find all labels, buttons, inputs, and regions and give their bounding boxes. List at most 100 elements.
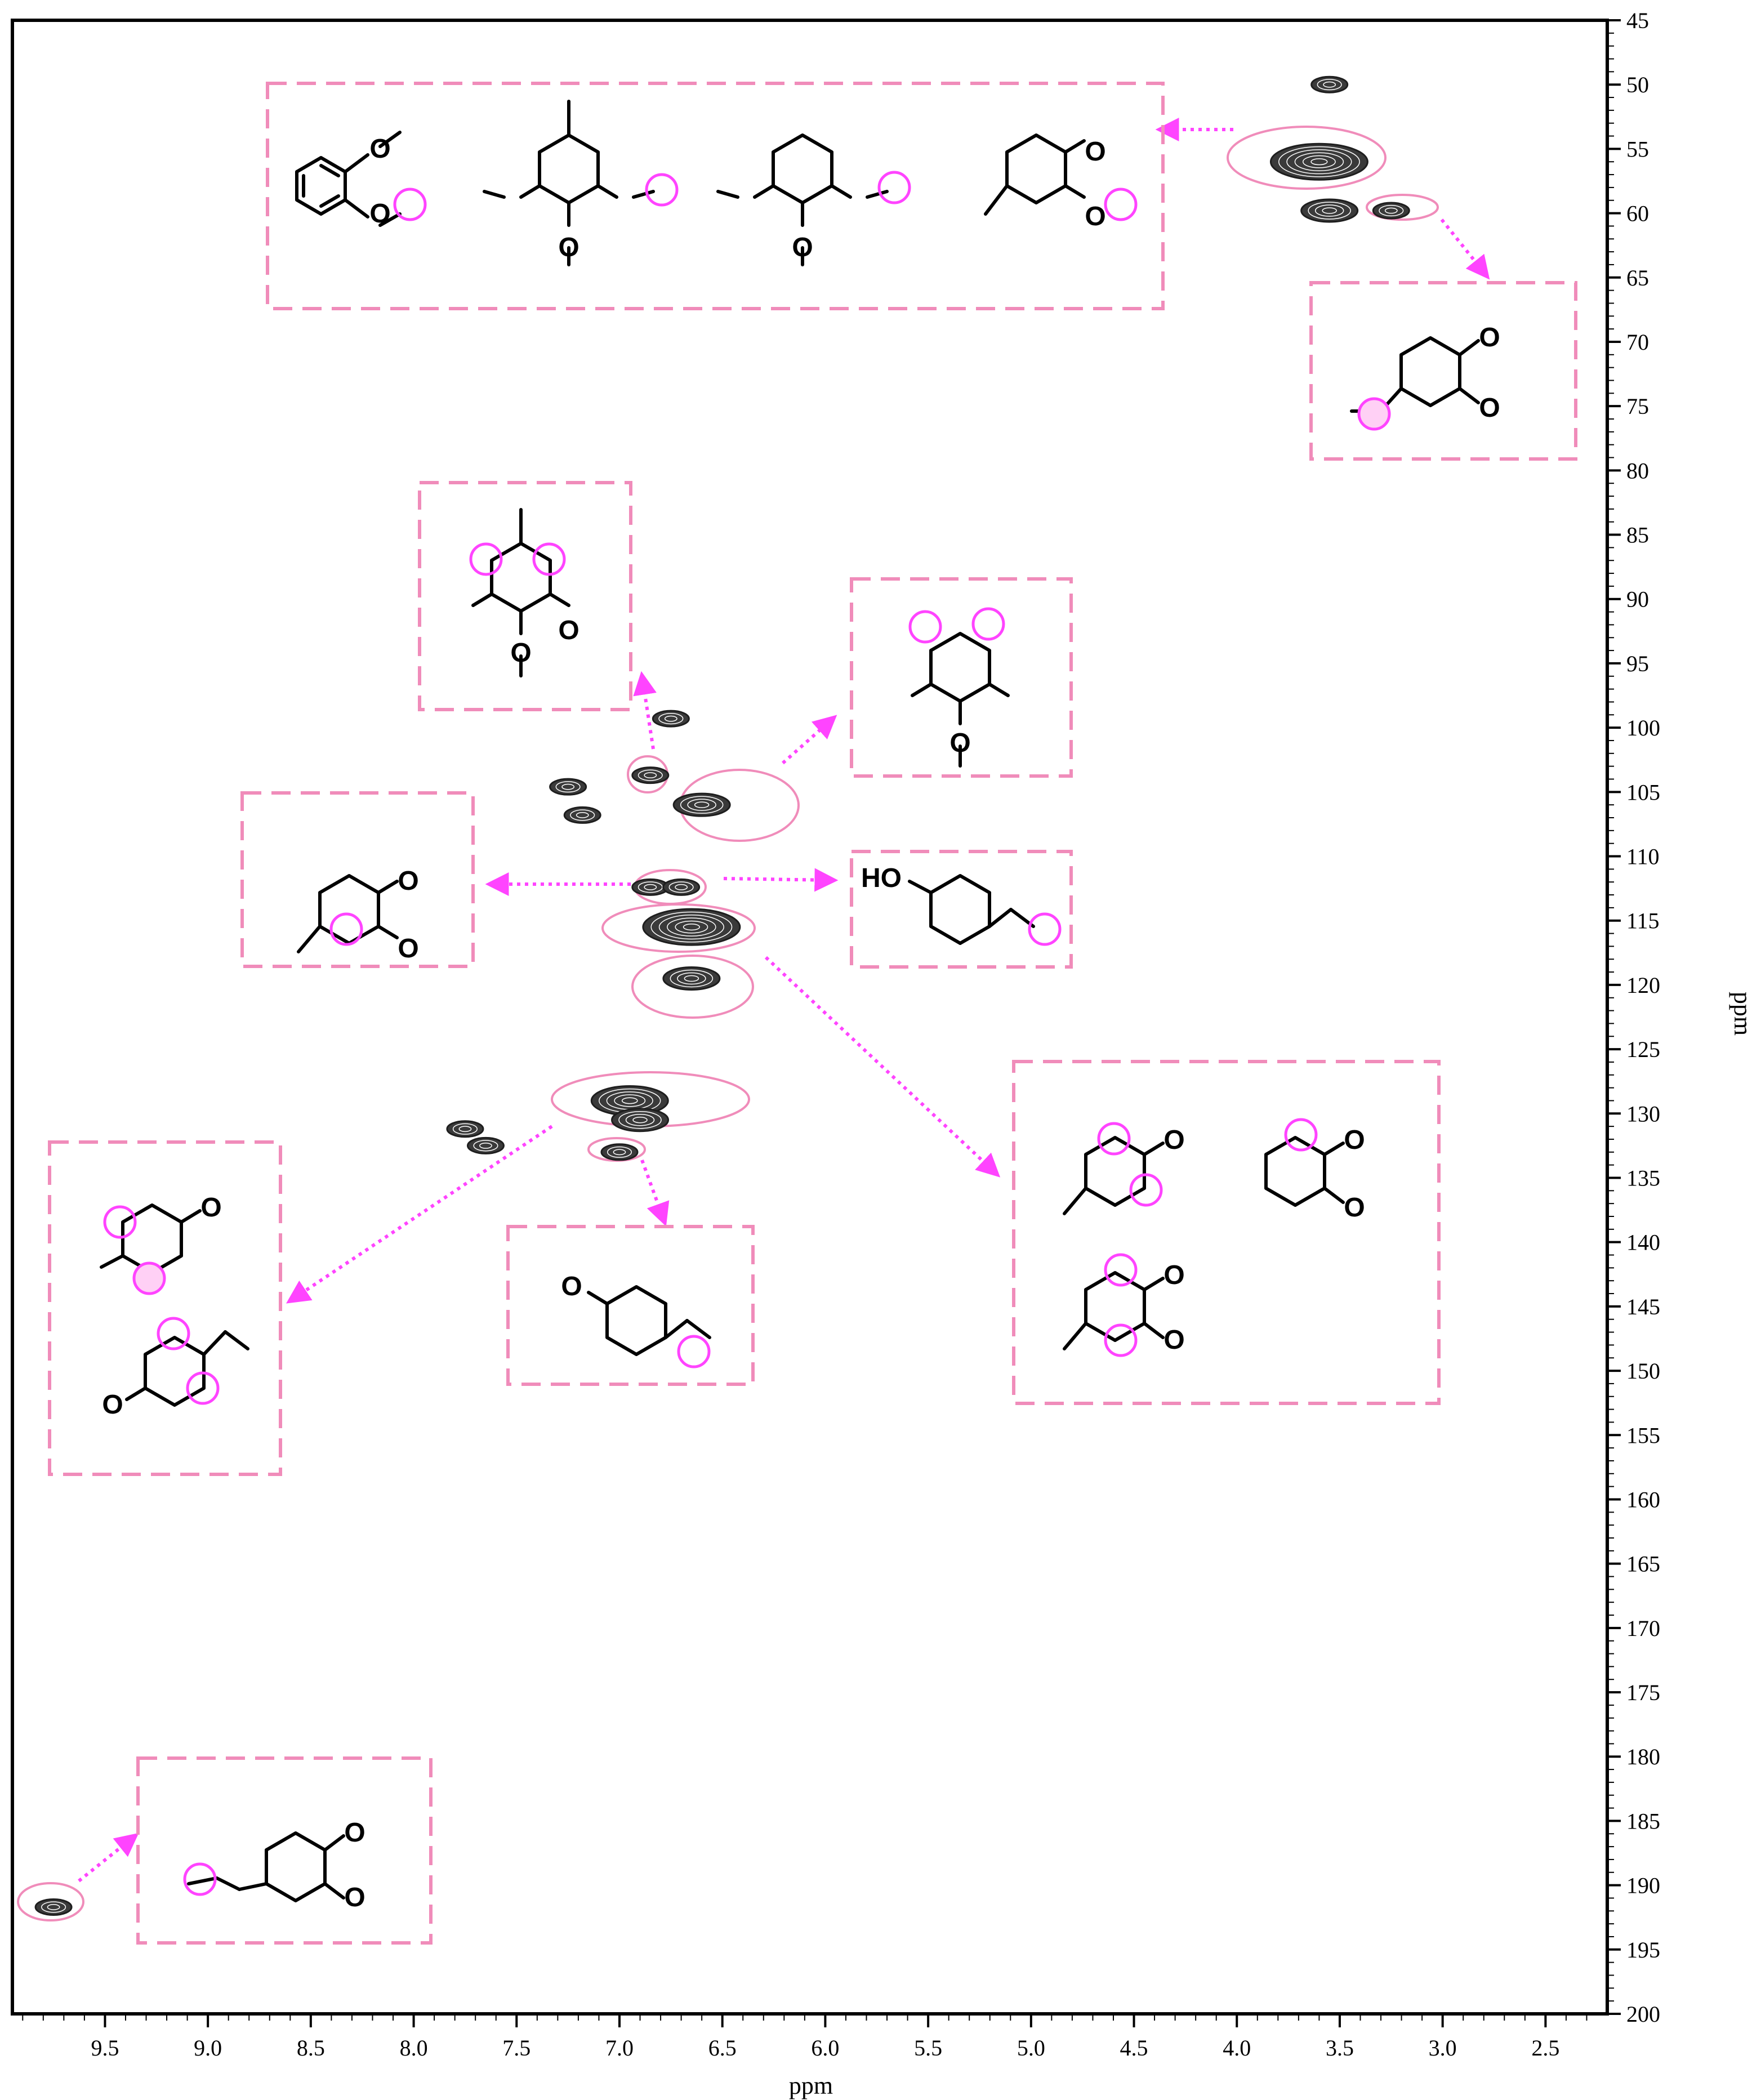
- atom-label: O: [1479, 323, 1500, 353]
- highlight-circle: [908, 610, 942, 644]
- y-tick-label: 80: [1626, 458, 1649, 483]
- atom-label: O: [344, 1818, 365, 1848]
- y-tick-label: 125: [1626, 1037, 1660, 1062]
- x-axis-title: ppm: [789, 2072, 833, 2099]
- contour-peak: [672, 792, 731, 817]
- atom-label: O: [1085, 202, 1105, 231]
- atom-label: O: [398, 866, 418, 896]
- y-tick-label: 50: [1626, 72, 1649, 97]
- atom-label: O: [1163, 1125, 1184, 1155]
- y-tick-label: 115: [1626, 908, 1660, 934]
- y-tick-label: 150: [1626, 1358, 1660, 1384]
- x-tick-label: 4.5: [1120, 2035, 1148, 2061]
- atom-label: O: [1344, 1125, 1365, 1155]
- chemical-structure: [187, 1831, 345, 1902]
- x-tick-label: 9.5: [91, 2035, 119, 2061]
- highlight-circle: [645, 173, 679, 207]
- contour-peak: [1372, 202, 1410, 220]
- atom-label: O: [1085, 137, 1105, 167]
- y-tick-label: 160: [1626, 1487, 1660, 1512]
- chemical-structure: [1063, 1136, 1165, 1215]
- atom-label: O: [1163, 1260, 1184, 1290]
- highlight-ellipses: [17, 126, 1439, 1921]
- x-tick-label: 7.5: [502, 2035, 530, 2061]
- highlight-circle: [1028, 912, 1062, 946]
- annotation-arrow: [782, 715, 837, 765]
- x-tick-label: 8.0: [400, 2035, 428, 2061]
- y-tick-label: 130: [1626, 1101, 1660, 1126]
- annotation-arrow: [640, 1159, 670, 1227]
- highlight-circle: [1357, 397, 1391, 431]
- chemical-structure: [295, 131, 402, 227]
- contour-peak: [652, 710, 690, 728]
- annotation-arrow: [78, 1833, 139, 1883]
- y-tick-label: 155: [1626, 1423, 1660, 1448]
- atom-label: O: [398, 934, 418, 964]
- x-tick-label: 4.0: [1223, 2035, 1251, 2061]
- y-tick-label: 70: [1626, 329, 1649, 355]
- x-tick-label: 7.0: [605, 2035, 634, 2061]
- annotation-arrow: [633, 671, 657, 750]
- annotation-arrows: [78, 118, 1490, 1883]
- structure-atom-labels: O O O O O O O O O O O O O HO O O O O O O…: [102, 134, 1500, 1912]
- chemical-structure: [1063, 1271, 1165, 1350]
- y-tick-label: 140: [1626, 1230, 1660, 1255]
- annotation-arrow: [286, 1125, 553, 1304]
- atom-label: O: [558, 233, 579, 262]
- x-tick-label: 2.5: [1531, 2035, 1559, 2061]
- annotation-arrow: [1440, 219, 1490, 280]
- structure-box: [1309, 281, 1577, 461]
- contour-peak: [600, 1143, 639, 1161]
- y-tick-label: 90: [1626, 587, 1649, 612]
- contour-peak: [662, 966, 721, 991]
- atom-label: O: [102, 1390, 123, 1420]
- y-tick-label: 95: [1626, 651, 1649, 676]
- atom-label: O: [558, 616, 579, 645]
- atom-label: HO: [861, 863, 902, 893]
- contour-peak: [1300, 198, 1359, 223]
- atom-label: O: [344, 1883, 365, 1912]
- structure-box: [136, 1756, 433, 1945]
- atom-label: O: [200, 1193, 221, 1223]
- x-tick-label: 3.5: [1326, 2035, 1354, 2061]
- y-axis: 4550556065707580859095100105110115120125…: [1607, 8, 1660, 2027]
- contour-peak: [466, 1136, 505, 1154]
- peak-region-ellipse: [1227, 126, 1387, 190]
- structure-box: [240, 791, 475, 968]
- x-tick-label: 3.0: [1429, 2035, 1457, 2061]
- contour-peak: [662, 878, 701, 896]
- contour-peak: [611, 1108, 670, 1133]
- highlight-circle: [469, 542, 503, 576]
- y-tick-label: 135: [1626, 1165, 1660, 1191]
- highlight-circle: [532, 542, 566, 576]
- y-tick-label: 190: [1626, 1873, 1660, 1898]
- structure-box: [1012, 1060, 1441, 1405]
- chemical-structure: [483, 100, 655, 266]
- contour-peak: [446, 1120, 484, 1138]
- y-tick-label: 45: [1626, 8, 1649, 33]
- highlight-circle: [1129, 1173, 1163, 1207]
- highlight-circle: [393, 188, 427, 221]
- atom-label: O: [949, 728, 970, 758]
- y-tick-label: 55: [1626, 136, 1649, 162]
- highlight-circle: [1104, 188, 1138, 221]
- contour-peak: [1269, 142, 1368, 181]
- contour-peak: [563, 806, 601, 824]
- plot-frame: [11, 19, 1609, 2016]
- y-tick-label: 120: [1626, 973, 1660, 998]
- highlight-circle: [877, 171, 911, 204]
- contour-peak: [631, 766, 670, 784]
- structure-box: [850, 850, 1073, 969]
- atom-label: O: [510, 638, 531, 668]
- y-tick-label: 200: [1626, 2001, 1660, 2027]
- highlight-circle: [1104, 1323, 1138, 1357]
- annotation-arrow: [764, 956, 1001, 1178]
- highlight-circle: [677, 1335, 711, 1368]
- chemical-structure: [716, 133, 889, 266]
- x-tick-label: 5.0: [1017, 2035, 1045, 2061]
- y-tick-label: 165: [1626, 1551, 1660, 1577]
- structure-box: [266, 82, 1165, 310]
- peak-region-ellipse: [1366, 194, 1439, 221]
- structure-box: [850, 577, 1073, 778]
